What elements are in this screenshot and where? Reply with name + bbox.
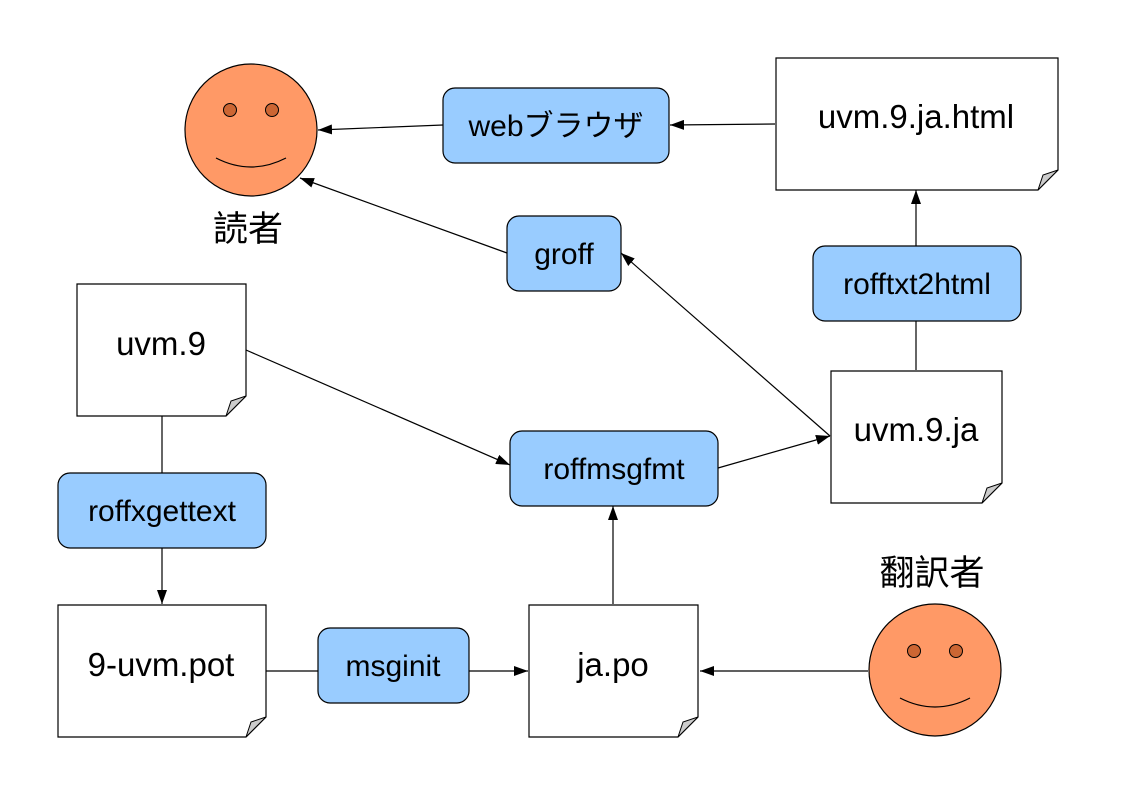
actor-translator: 翻訳者 <box>868 554 1002 737</box>
process-msginit: msginit <box>317 627 470 704</box>
arrow-roffmsgfmt-to-uvm9ja <box>717 435 831 469</box>
document-label-9-uvm-pot: 9-uvm.pot <box>88 646 235 683</box>
page-fold-icon <box>1037 169 1059 191</box>
process-label-msginit: msginit <box>345 650 441 683</box>
process-label-roffxgettext: roffxgettext <box>88 495 237 528</box>
smiley-face-icon <box>184 63 318 197</box>
arrow-html-to-browser <box>669 119 776 130</box>
process-label-roffmsgfmt: roffmsgfmt <box>543 453 685 486</box>
process-web-browser: webブラウザ <box>442 87 670 164</box>
actor-label-reader: 読者 <box>213 210 283 249</box>
document-label-uvm-9-ja-html: uvm.9.ja.html <box>818 98 1014 135</box>
process-label-web-browser: webブラウザ <box>467 110 643 143</box>
smiley-face-icon <box>868 603 1002 737</box>
process-rofftxt2html: rofftxt2html <box>812 245 1022 322</box>
document-9-uvm-pot: 9-uvm.pot <box>57 604 267 738</box>
document-label-uvm-9-ja: uvm.9.ja <box>854 411 979 448</box>
document-uvm-9-ja-html: uvm.9.ja.html <box>775 57 1059 191</box>
actor-label-translator: 翻訳者 <box>879 554 984 593</box>
connectors <box>157 119 921 676</box>
page-fold-icon <box>981 482 1003 504</box>
document-uvm-9-ja: uvm.9.ja <box>830 370 1003 504</box>
document-label-ja-po: ja.po <box>576 646 649 683</box>
document-ja-po: ja.po <box>528 604 699 738</box>
document-label-uvm-9: uvm.9 <box>116 325 206 362</box>
process-label-groff: groff <box>534 238 594 271</box>
page-fold-icon <box>677 716 699 738</box>
page-fold-icon <box>225 395 247 417</box>
page-fold-icon <box>245 716 267 738</box>
arrow-browser-to-reader <box>317 124 444 135</box>
arrow-uvm9-to-roffmsgfmt <box>245 349 511 466</box>
arrow-uvm9ja-to-groff <box>620 252 831 437</box>
process-label-rofftxt2html: rofftxt2html <box>843 268 991 301</box>
actor-reader: 読者 <box>184 63 318 249</box>
process-roffxgettext: roffxgettext <box>57 472 267 549</box>
document-uvm-9: uvm.9 <box>76 283 247 417</box>
arrow-groff-to-reader <box>299 177 508 254</box>
process-roffmsgfmt: roffmsgfmt <box>509 430 719 507</box>
process-groff: groff <box>506 215 622 292</box>
